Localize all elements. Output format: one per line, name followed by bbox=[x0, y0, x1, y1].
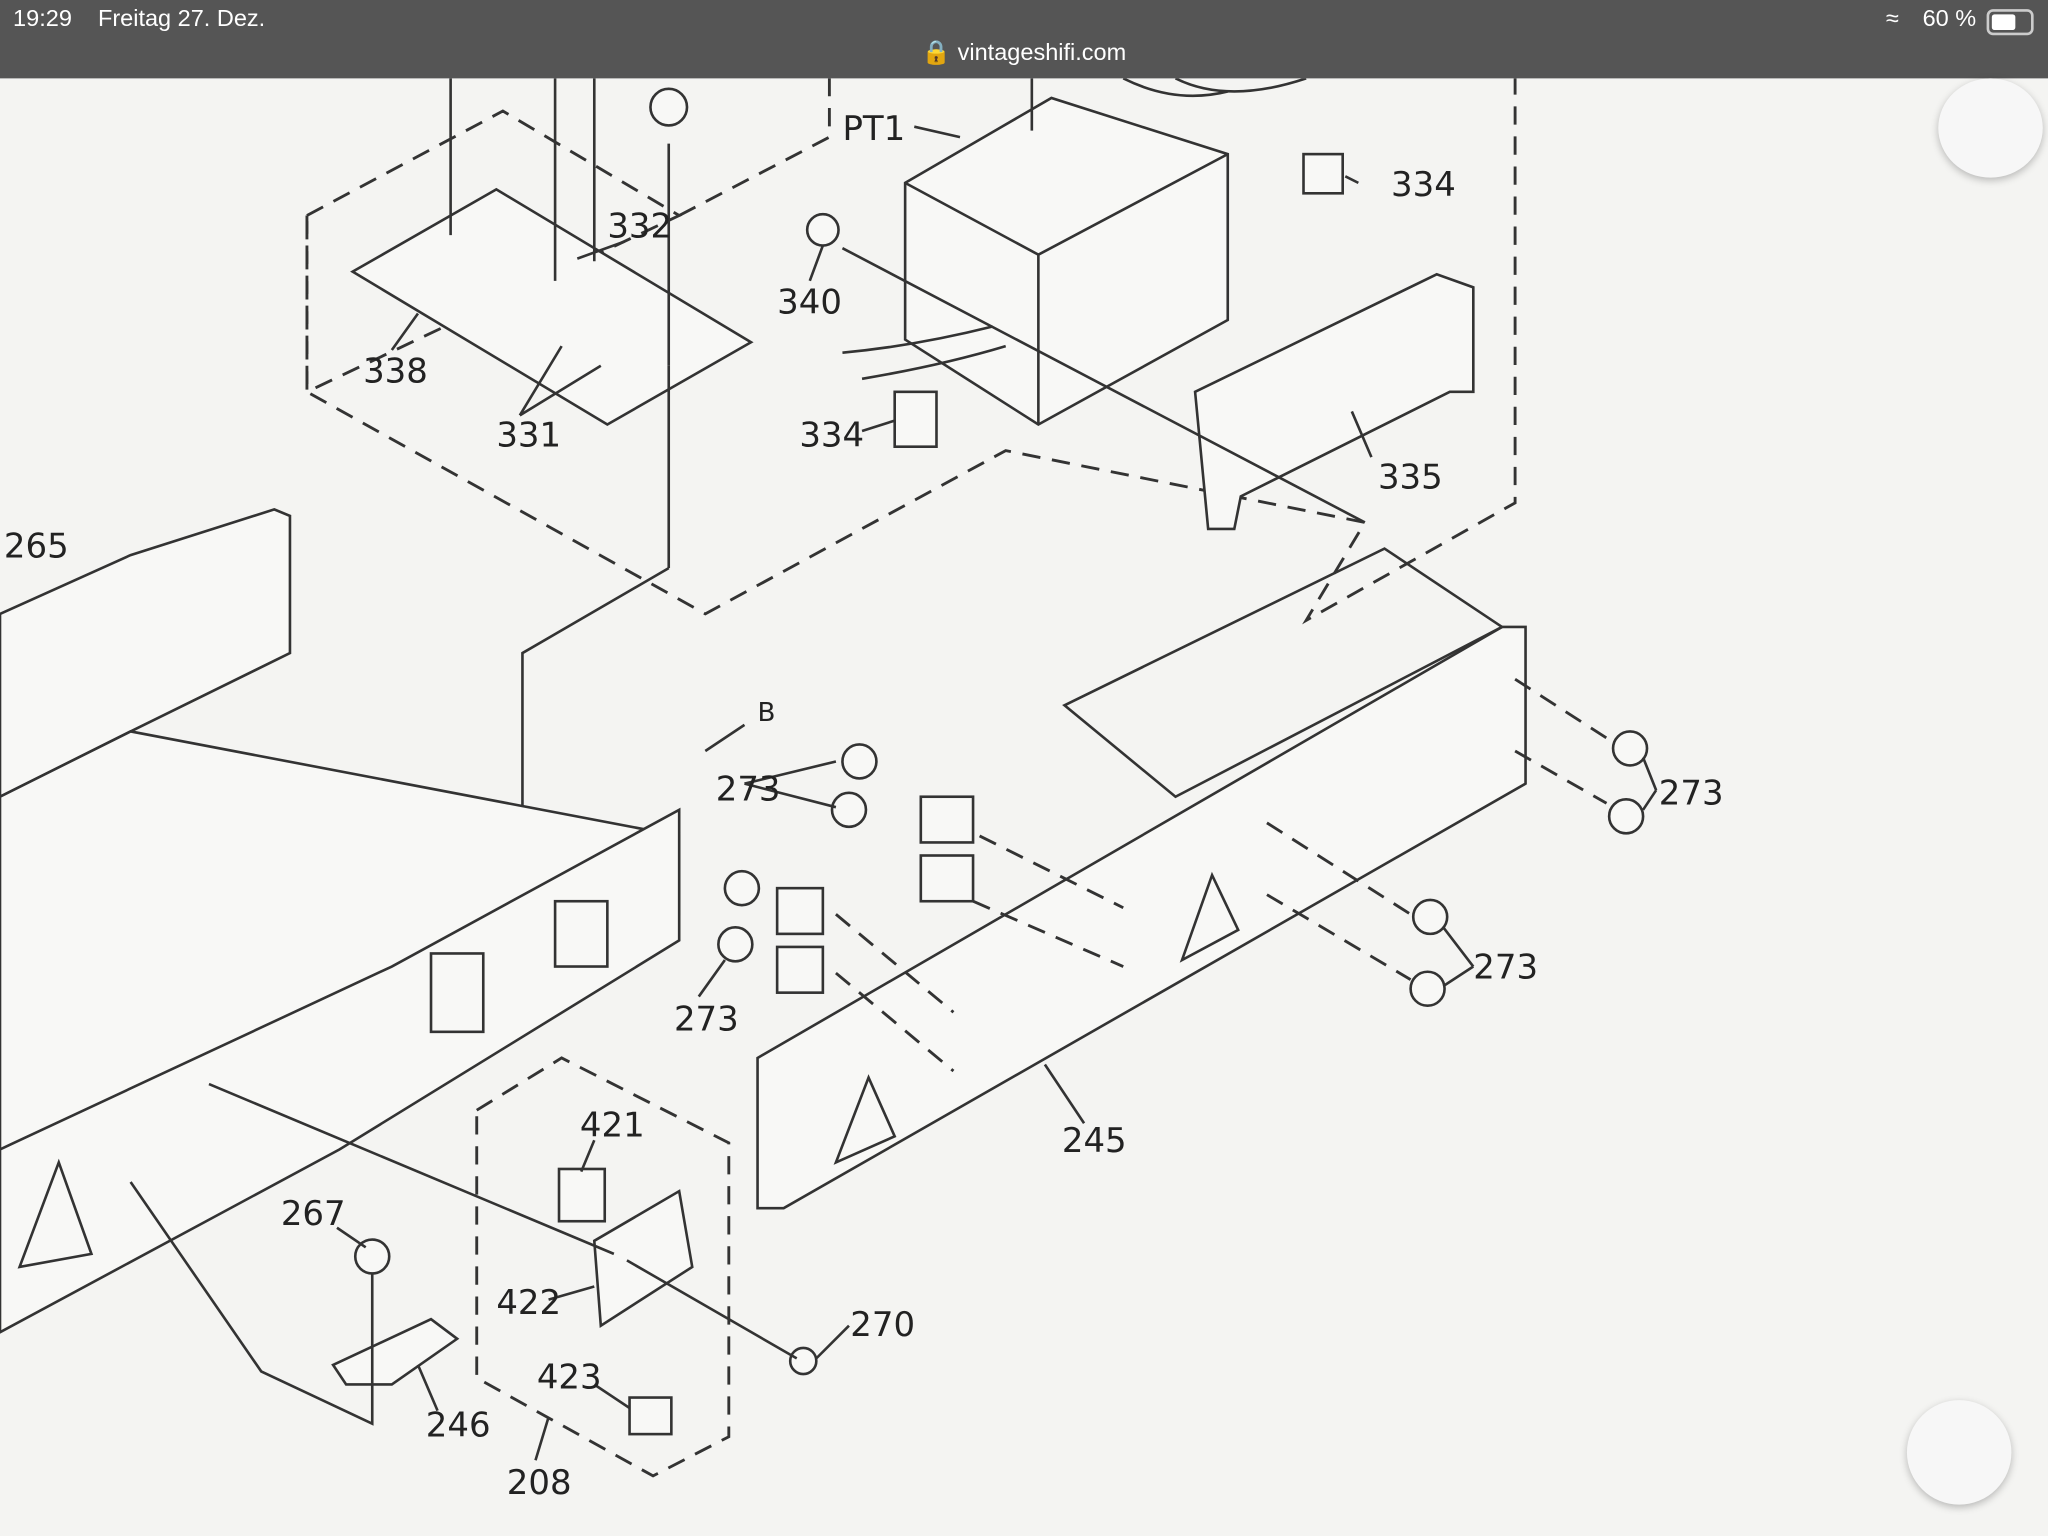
transformer-pt1 bbox=[903, 96, 1230, 427]
svg-text:265: 265 bbox=[4, 527, 69, 567]
screw-340 bbox=[805, 212, 840, 247]
connector-421 bbox=[557, 1167, 607, 1223]
svg-text:421: 421 bbox=[580, 1105, 645, 1145]
svg-text:334: 334 bbox=[1391, 165, 1456, 205]
cutout bbox=[429, 952, 485, 1034]
floating-button[interactable] bbox=[1938, 78, 2043, 178]
panel-outline bbox=[1062, 547, 1505, 799]
svg-text:338: 338 bbox=[363, 352, 428, 392]
svg-text:PT1: PT1 bbox=[842, 109, 905, 149]
floating-button[interactable] bbox=[1906, 1400, 2012, 1505]
bracket-246 bbox=[331, 1317, 460, 1386]
svg-text:246: 246 bbox=[426, 1406, 491, 1446]
svg-text:334: 334 bbox=[799, 416, 864, 456]
part-labels: PT1 334 340 332 338 331 334 335 265 B 27… bbox=[4, 109, 1724, 1503]
url-text: vintageshifi.com bbox=[957, 39, 1127, 66]
svg-text:273: 273 bbox=[1473, 947, 1538, 987]
time: 19:29 bbox=[13, 5, 72, 32]
svg-text:332: 332 bbox=[607, 207, 672, 247]
svg-text:335: 335 bbox=[1378, 457, 1443, 497]
svg-text:208: 208 bbox=[507, 1463, 572, 1503]
svg-text:423: 423 bbox=[537, 1357, 602, 1397]
clip-334 bbox=[1302, 152, 1344, 195]
svg-text:422: 422 bbox=[496, 1283, 561, 1323]
battery-level: 60 % bbox=[1922, 5, 1977, 32]
foot bbox=[17, 1158, 94, 1269]
screw bbox=[649, 87, 689, 127]
svg-text:273: 273 bbox=[674, 1000, 739, 1040]
bracket-335 bbox=[1193, 272, 1475, 531]
dashed-outline-208 bbox=[475, 1056, 731, 1478]
svg-text:340: 340 bbox=[777, 282, 842, 322]
pcb-338 bbox=[350, 187, 754, 427]
pcb-422 bbox=[592, 1189, 694, 1328]
date: Freitag 27. Dez. bbox=[97, 5, 266, 32]
clip-334 bbox=[893, 390, 938, 448]
exploded-parts-diagram: PT1 334 340 332 338 331 334 335 265 B 27… bbox=[0, 78, 1724, 1503]
dashed-outline bbox=[305, 109, 683, 395]
address-bar[interactable]: 🔒 vintageshifi.com bbox=[0, 39, 2048, 66]
wifi-icon: ≈ bbox=[1886, 5, 1899, 32]
cutout bbox=[553, 899, 609, 968]
panel-tab bbox=[1179, 871, 1240, 963]
dashed-outline bbox=[305, 78, 1517, 625]
dashed-outline bbox=[678, 78, 831, 217]
svg-text:273: 273 bbox=[1659, 774, 1724, 814]
battery-icon bbox=[1986, 9, 2034, 36]
svg-text:273: 273 bbox=[716, 770, 781, 810]
svg-text:245: 245 bbox=[1062, 1121, 1127, 1161]
connector-423 bbox=[628, 1396, 673, 1436]
chassis-front bbox=[0, 807, 681, 1334]
svg-text:270: 270 bbox=[850, 1305, 915, 1345]
svg-text:267: 267 bbox=[281, 1194, 346, 1234]
status-bar: 19:29 Freitag 27. Dez. ≈ 60 % 🔒 vintages… bbox=[0, 0, 2048, 79]
panel-tab bbox=[833, 1074, 897, 1165]
svg-text:B: B bbox=[758, 698, 776, 728]
svg-text:331: 331 bbox=[496, 416, 561, 456]
lock-icon: 🔒 bbox=[921, 39, 952, 66]
